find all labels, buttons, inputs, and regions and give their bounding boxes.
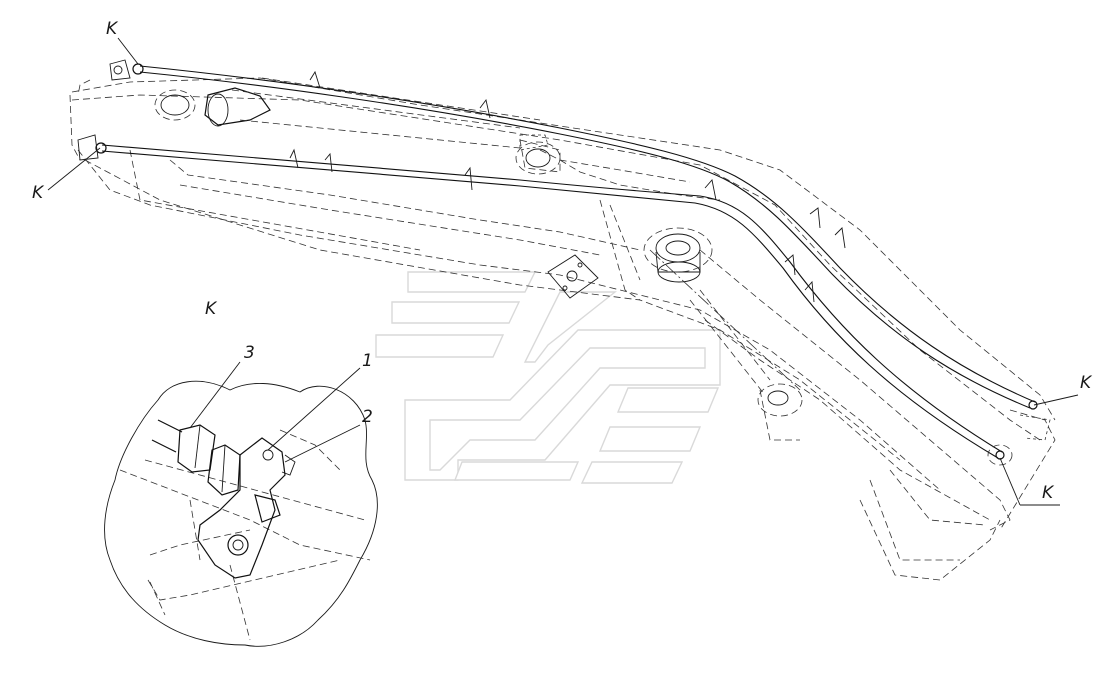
label-part-3: 3: [244, 343, 255, 363]
detail-view-k: [104, 361, 378, 647]
hydraulic-hose-lower: [101, 144, 1003, 459]
label-part-2: 2: [362, 407, 373, 427]
hydraulic-hose-upper: [139, 65, 1036, 409]
arm-cylinder-mount: [643, 227, 803, 441]
hose-end-fittings: [77, 59, 1051, 466]
leader-lines: [47, 37, 1079, 506]
label-part-1: 1: [362, 351, 373, 371]
watermark-logo: [375, 271, 721, 484]
label-k-right-upper: K: [1080, 373, 1093, 393]
boom-cylinder: [154, 77, 561, 175]
hose-clamps: [289, 70, 846, 303]
label-k-right-lower: K: [1042, 483, 1055, 503]
label-k-view-title: K: [205, 299, 218, 319]
label-k-mid-left: K: [32, 183, 45, 203]
label-k-top-left: K: [106, 19, 119, 39]
bracket-plate: [547, 254, 599, 299]
boom-outline: [69, 77, 1056, 581]
